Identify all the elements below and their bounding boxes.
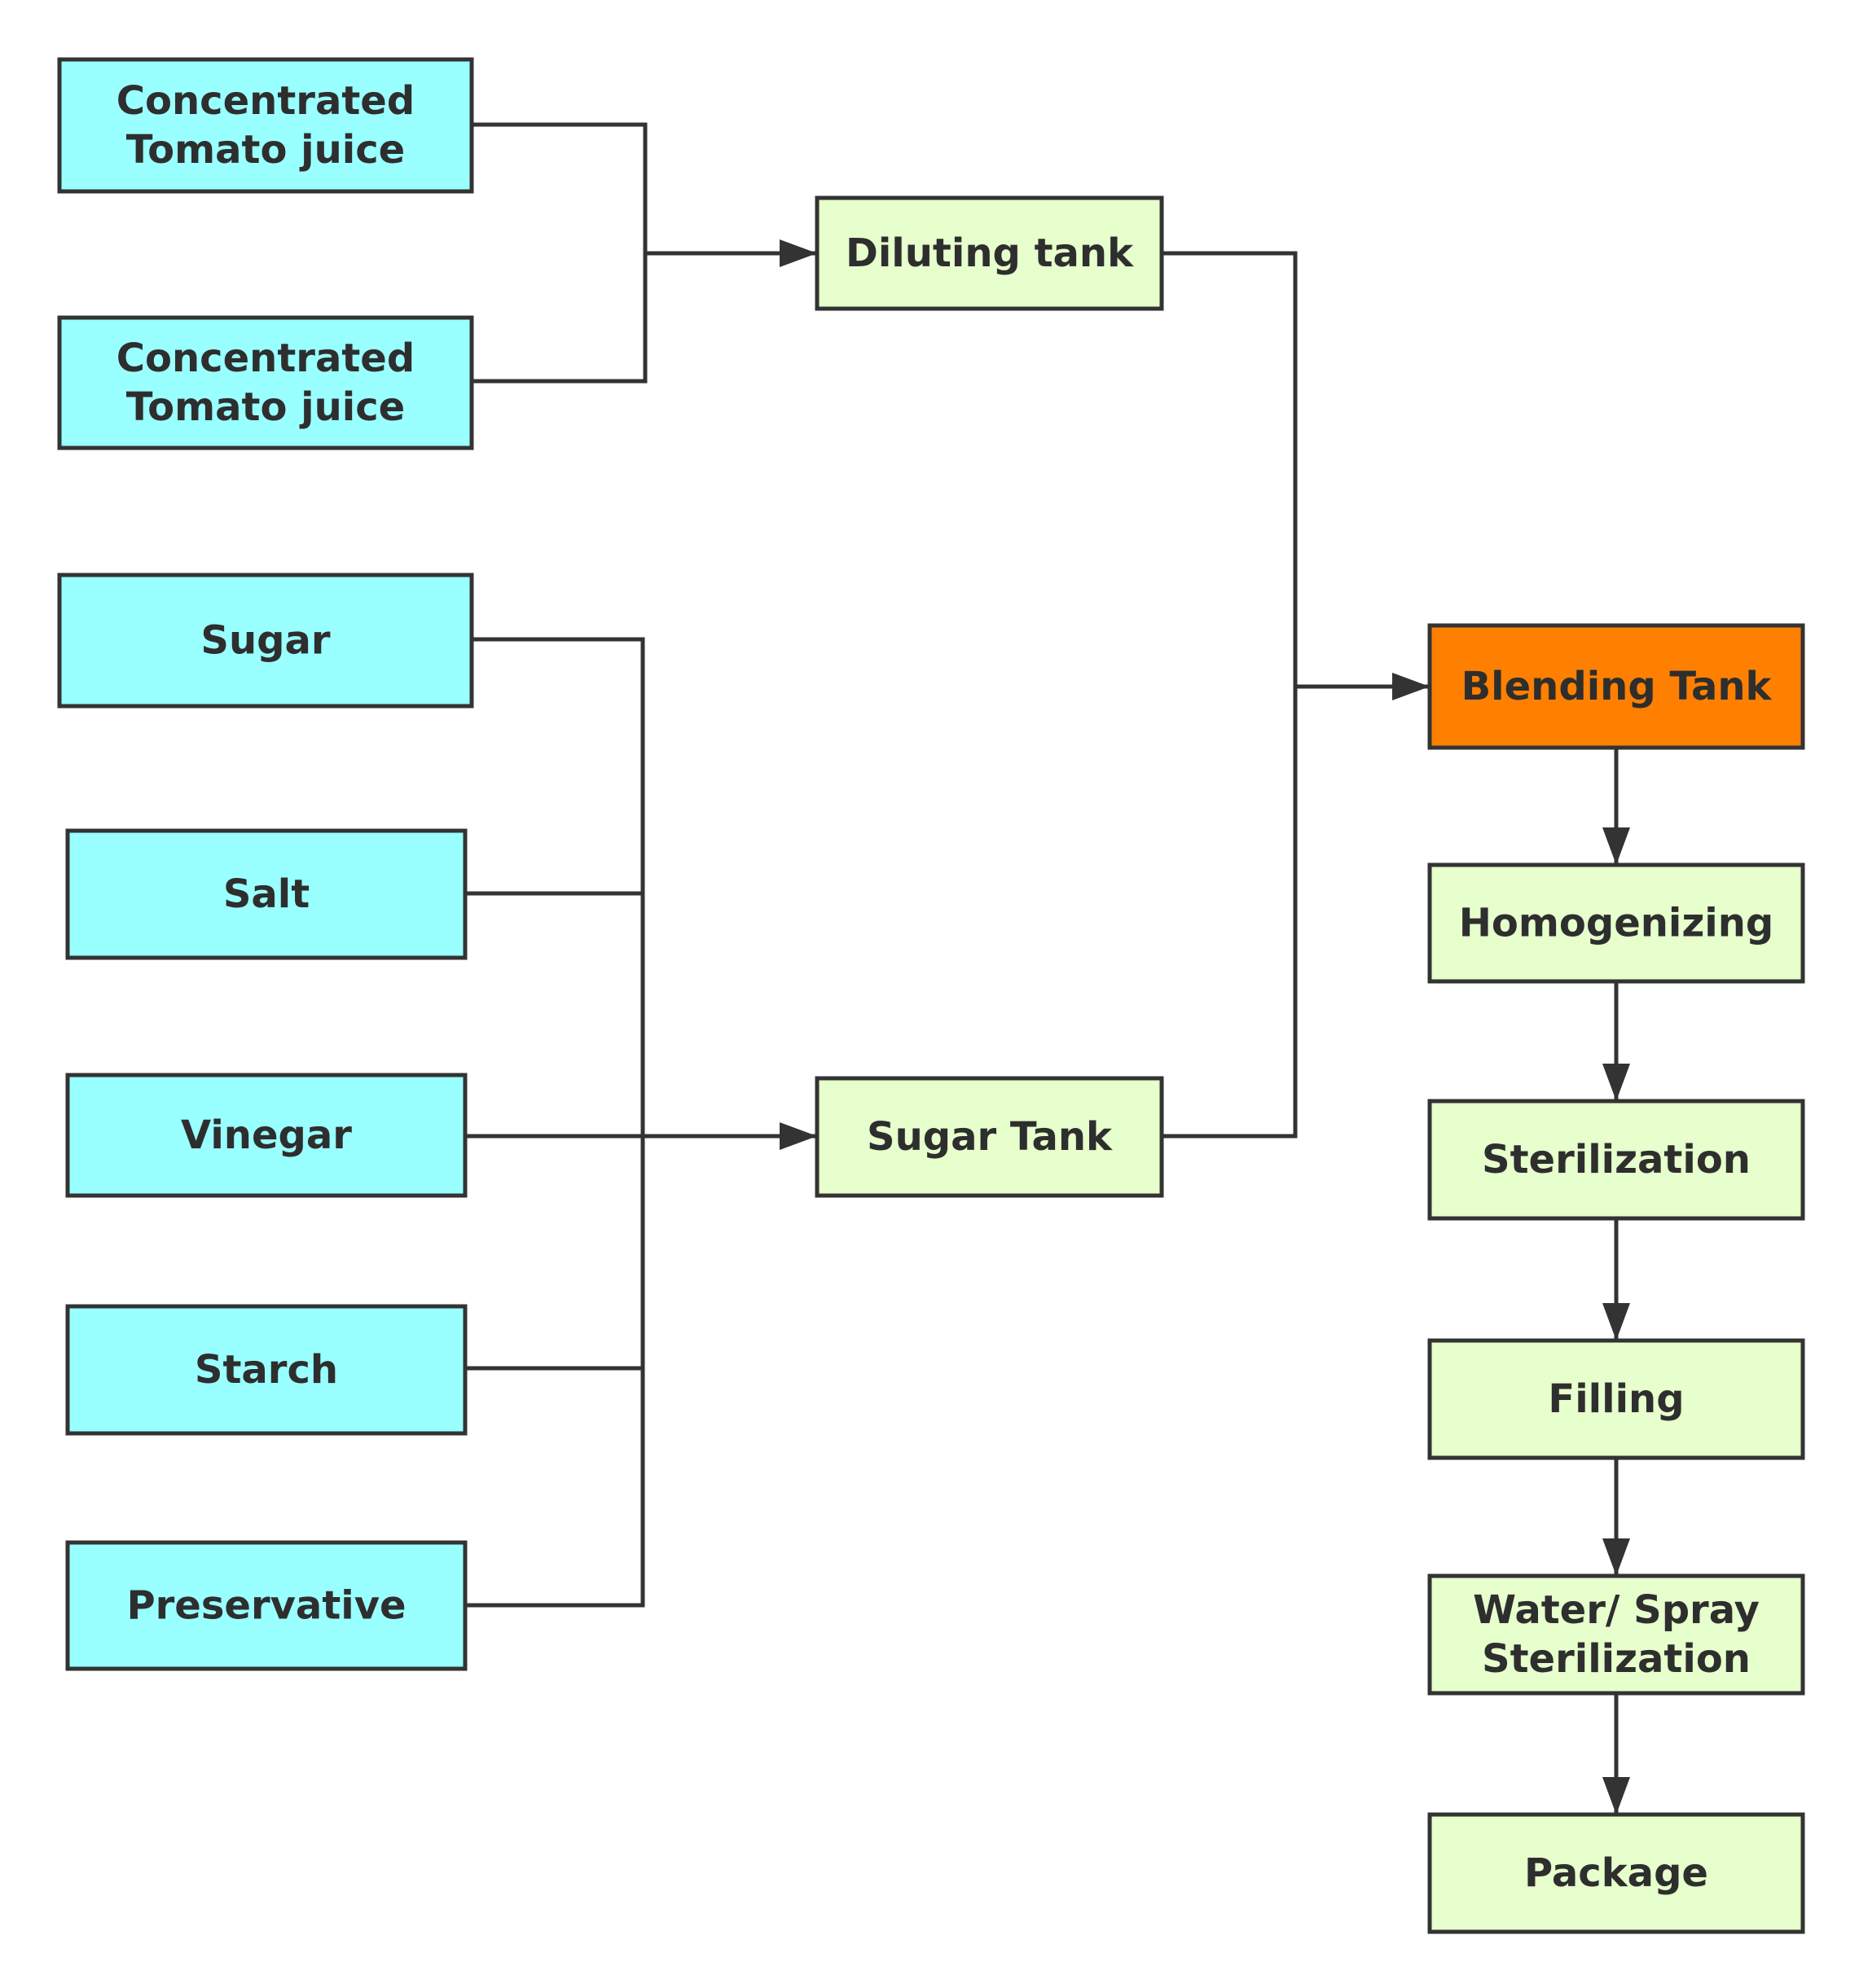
- node-label: Tomato juice: [126, 384, 405, 430]
- node-box: [815, 195, 1164, 311]
- node-box: [815, 1076, 1164, 1198]
- edges: [465, 122, 1630, 1815]
- node-sugar: Sugar: [57, 573, 474, 709]
- edge-preservative-to-sugar-tank: [465, 1136, 645, 1608]
- node-filling: Filling: [1427, 1338, 1805, 1460]
- node-box: [1427, 1338, 1805, 1460]
- node-label: Sterilization: [1482, 1137, 1751, 1183]
- node-label: Preservative: [126, 1583, 406, 1629]
- node-vinegar: Vinegar: [65, 1073, 468, 1198]
- edge-tomato-juice-2-to-diluting-tank: [472, 239, 817, 384]
- node-diluting-tank: Diluting tank: [815, 195, 1164, 311]
- node-salt: Salt: [65, 828, 468, 960]
- node-label: Blending Tank: [1461, 664, 1773, 709]
- node-homogenizing: Homogenizing: [1427, 862, 1805, 984]
- node-label: Concentrated: [116, 336, 415, 381]
- node-label: Homogenizing: [1459, 901, 1774, 946]
- node-label: Water/ Spray: [1473, 1587, 1760, 1633]
- node-label: Sterilization: [1482, 1636, 1751, 1682]
- node-starch: Starch: [65, 1304, 468, 1436]
- node-box: [65, 1073, 468, 1198]
- node-package: Package: [1427, 1812, 1805, 1934]
- node-label: Vinegar: [181, 1112, 352, 1158]
- node-label: Sugar Tank: [867, 1114, 1113, 1160]
- node-preservative: Preservative: [65, 1540, 468, 1671]
- edge-sugar-tank-to-blending-tank: [1162, 673, 1430, 1139]
- node-box: [65, 1304, 468, 1436]
- node-label: Filling: [1548, 1376, 1684, 1422]
- node-box: [1427, 1812, 1805, 1934]
- node-box: [65, 1540, 468, 1671]
- node-box: [65, 828, 468, 960]
- node-label: Sugar: [200, 618, 330, 664]
- node-label: Starch: [195, 1347, 338, 1393]
- edge-tomato-juice-1-to-diluting-tank: [472, 122, 648, 253]
- node-box: [1427, 623, 1805, 750]
- edge-sugar-to-sugar-tank: [472, 637, 645, 1136]
- edge-diluting-tank-to-blending-tank: [1162, 251, 1298, 687]
- node-sterilization: Sterilization: [1427, 1099, 1805, 1221]
- node-box: [1427, 1099, 1805, 1221]
- node-box: [1427, 862, 1805, 984]
- node-label: Salt: [223, 871, 310, 917]
- node-label: Diluting tank: [846, 230, 1134, 276]
- node-box: [57, 57, 474, 194]
- node-box: [1427, 1573, 1805, 1696]
- node-label: Concentrated: [116, 78, 415, 124]
- node-box: [57, 315, 474, 450]
- node-blending-tank: Blending Tank: [1427, 623, 1805, 750]
- node-label: Package: [1524, 1850, 1708, 1896]
- node-label: Tomato juice: [126, 127, 405, 173]
- node-sugar-tank: Sugar Tank: [815, 1076, 1164, 1198]
- node-box: [57, 573, 474, 709]
